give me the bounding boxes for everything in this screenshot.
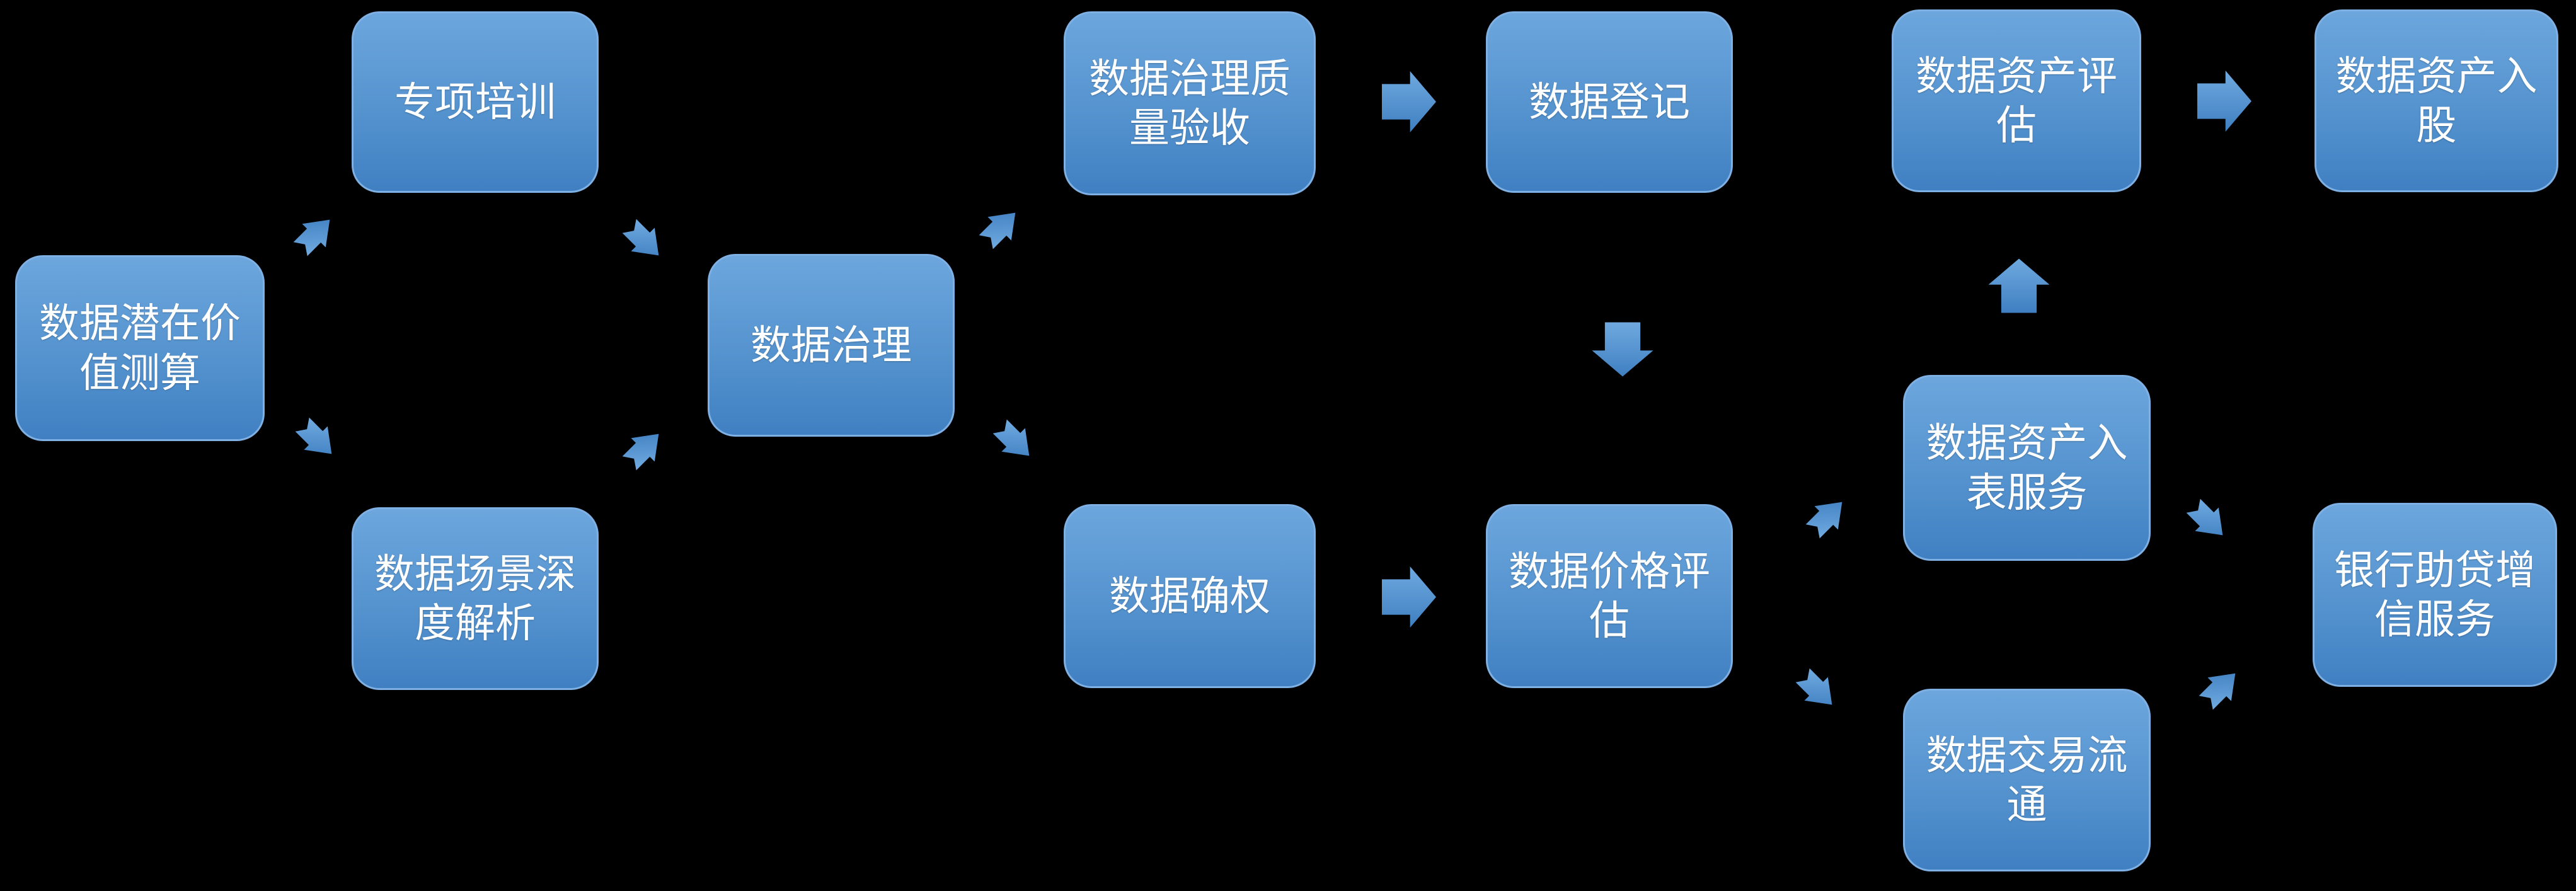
- arrow-asset-accounting-to-asset-evaluation: [1988, 258, 2050, 313]
- arrow-data-rights-to-price-evaluation: [1382, 566, 1436, 628]
- arrow-data-registration-to-price-evaluation: [1592, 322, 1653, 376]
- flow-node-data-trading: 数据交易流 通: [1903, 689, 2151, 871]
- flow-node-label: 数据价格评 估: [1509, 548, 1710, 643]
- flow-node-label: 数据资产评 估: [1916, 53, 2117, 148]
- flow-node-asset-evaluation: 数据资产评 估: [1892, 9, 2141, 192]
- flow-node-data-registration: 数据登记: [1486, 11, 1733, 193]
- flow-node-label: 数据资产入 表服务: [1926, 420, 2128, 515]
- arrow-price-evaluation-to-asset-accounting: [1799, 488, 1855, 544]
- flow-node-label: 数据潜在价 值测算: [39, 301, 241, 396]
- flow-node-label: 专项培训: [394, 79, 556, 125]
- flow-node-scenario-analysis: 数据场景深 度解析: [352, 507, 599, 690]
- flow-node-data-governance: 数据治理: [708, 254, 955, 437]
- flow-node-governance-quality: 数据治理质 量验收: [1064, 11, 1316, 195]
- flow-node-label: 数据交易流 通: [1926, 732, 2128, 827]
- flow-node-label: 数据确权: [1109, 573, 1270, 619]
- flow-node-label: 数据治理: [750, 322, 912, 368]
- flow-node-label: 数据登记: [1529, 79, 1690, 125]
- arrow-special-training-to-data-governance: [616, 212, 672, 268]
- arrow-potential-value-to-scenario-analysis: [289, 411, 345, 467]
- flow-node-potential-value: 数据潜在价 值测算: [15, 255, 265, 441]
- arrow-data-trading-to-bank-credit: [2192, 660, 2248, 716]
- flow-node-price-evaluation: 数据价格评 估: [1486, 504, 1733, 688]
- flow-node-asset-investment: 数据资产入 股: [2314, 9, 2558, 192]
- arrow-data-governance-to-data-rights: [986, 413, 1042, 469]
- flow-node-label: 银行助贷增 信服务: [2334, 547, 2536, 642]
- arrow-asset-accounting-to-bank-credit: [2180, 492, 2236, 548]
- flow-node-bank-credit: 银行助贷增 信服务: [2313, 503, 2557, 687]
- arrow-governance-quality-to-data-registration: [1382, 71, 1436, 132]
- arrow-price-evaluation-to-data-trading: [1789, 662, 1845, 718]
- arrow-asset-evaluation-to-asset-investment: [2197, 70, 2251, 132]
- flow-node-data-rights: 数据确权: [1064, 504, 1316, 688]
- flow-node-label: 数据场景深 度解析: [374, 551, 576, 646]
- arrow-potential-value-to-special-training: [287, 206, 343, 262]
- arrow-data-governance-to-governance-quality: [972, 199, 1028, 255]
- flow-node-special-training: 专项培训: [352, 11, 599, 193]
- flow-node-label: 数据资产入 股: [2335, 53, 2538, 148]
- flow-node-asset-accounting: 数据资产入 表服务: [1903, 375, 2151, 561]
- arrow-scenario-analysis-to-data-governance: [616, 420, 672, 476]
- flow-node-label: 数据治理质 量验收: [1089, 55, 1291, 151]
